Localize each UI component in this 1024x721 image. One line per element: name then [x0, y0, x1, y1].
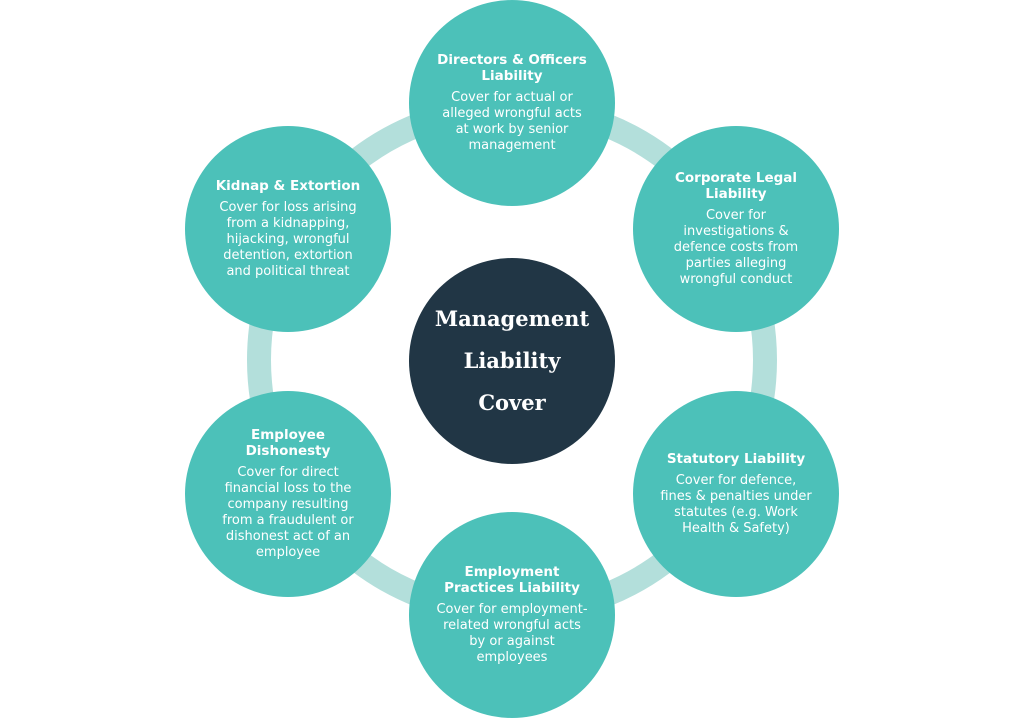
node-corporate-legal: Corporate Legal Liability Cover for inve…	[633, 126, 839, 332]
node-description: Cover for actual or alleged wrongful act…	[442, 90, 582, 153]
center-title-line: Liability	[463, 348, 561, 373]
node-statutory: Statutory Liability Cover for defence, f…	[633, 391, 839, 597]
node-employee-dishonesty: Employee Dishonesty Cover for direct fin…	[185, 391, 391, 597]
node-description: Cover for loss arising from a kidnapping…	[219, 200, 357, 279]
node-description: Cover for defence, fines & penalties und…	[660, 473, 812, 536]
center-title-line: Cover	[478, 390, 546, 415]
node-title: Directors & Officers Liability	[437, 52, 587, 84]
node-directors-officers: Directors & Officers Liability Cover for…	[409, 0, 615, 206]
node-description: Cover for employment-related wrongful ac…	[436, 602, 588, 665]
node-title: Kidnap & Extortion	[215, 178, 361, 194]
node-description: Cover for investigations & defence costs…	[673, 208, 799, 287]
node-title: Corporate Legal Liability	[674, 170, 797, 202]
node-title: Employment Practices Liability	[444, 564, 580, 596]
node-title: Statutory Liability	[666, 451, 806, 467]
node-kidnap-extortion: Kidnap & Extortion Cover for loss arisin…	[185, 126, 391, 332]
node-employment-practices: Employment Practices Liability Cover for…	[409, 512, 615, 718]
node-title: Employee Dishonesty	[245, 427, 331, 459]
center-title-line: Management	[434, 306, 590, 331]
node-description: Cover for direct financial loss to the c…	[222, 465, 354, 560]
center-hub: Management Liability Cover	[409, 258, 615, 464]
